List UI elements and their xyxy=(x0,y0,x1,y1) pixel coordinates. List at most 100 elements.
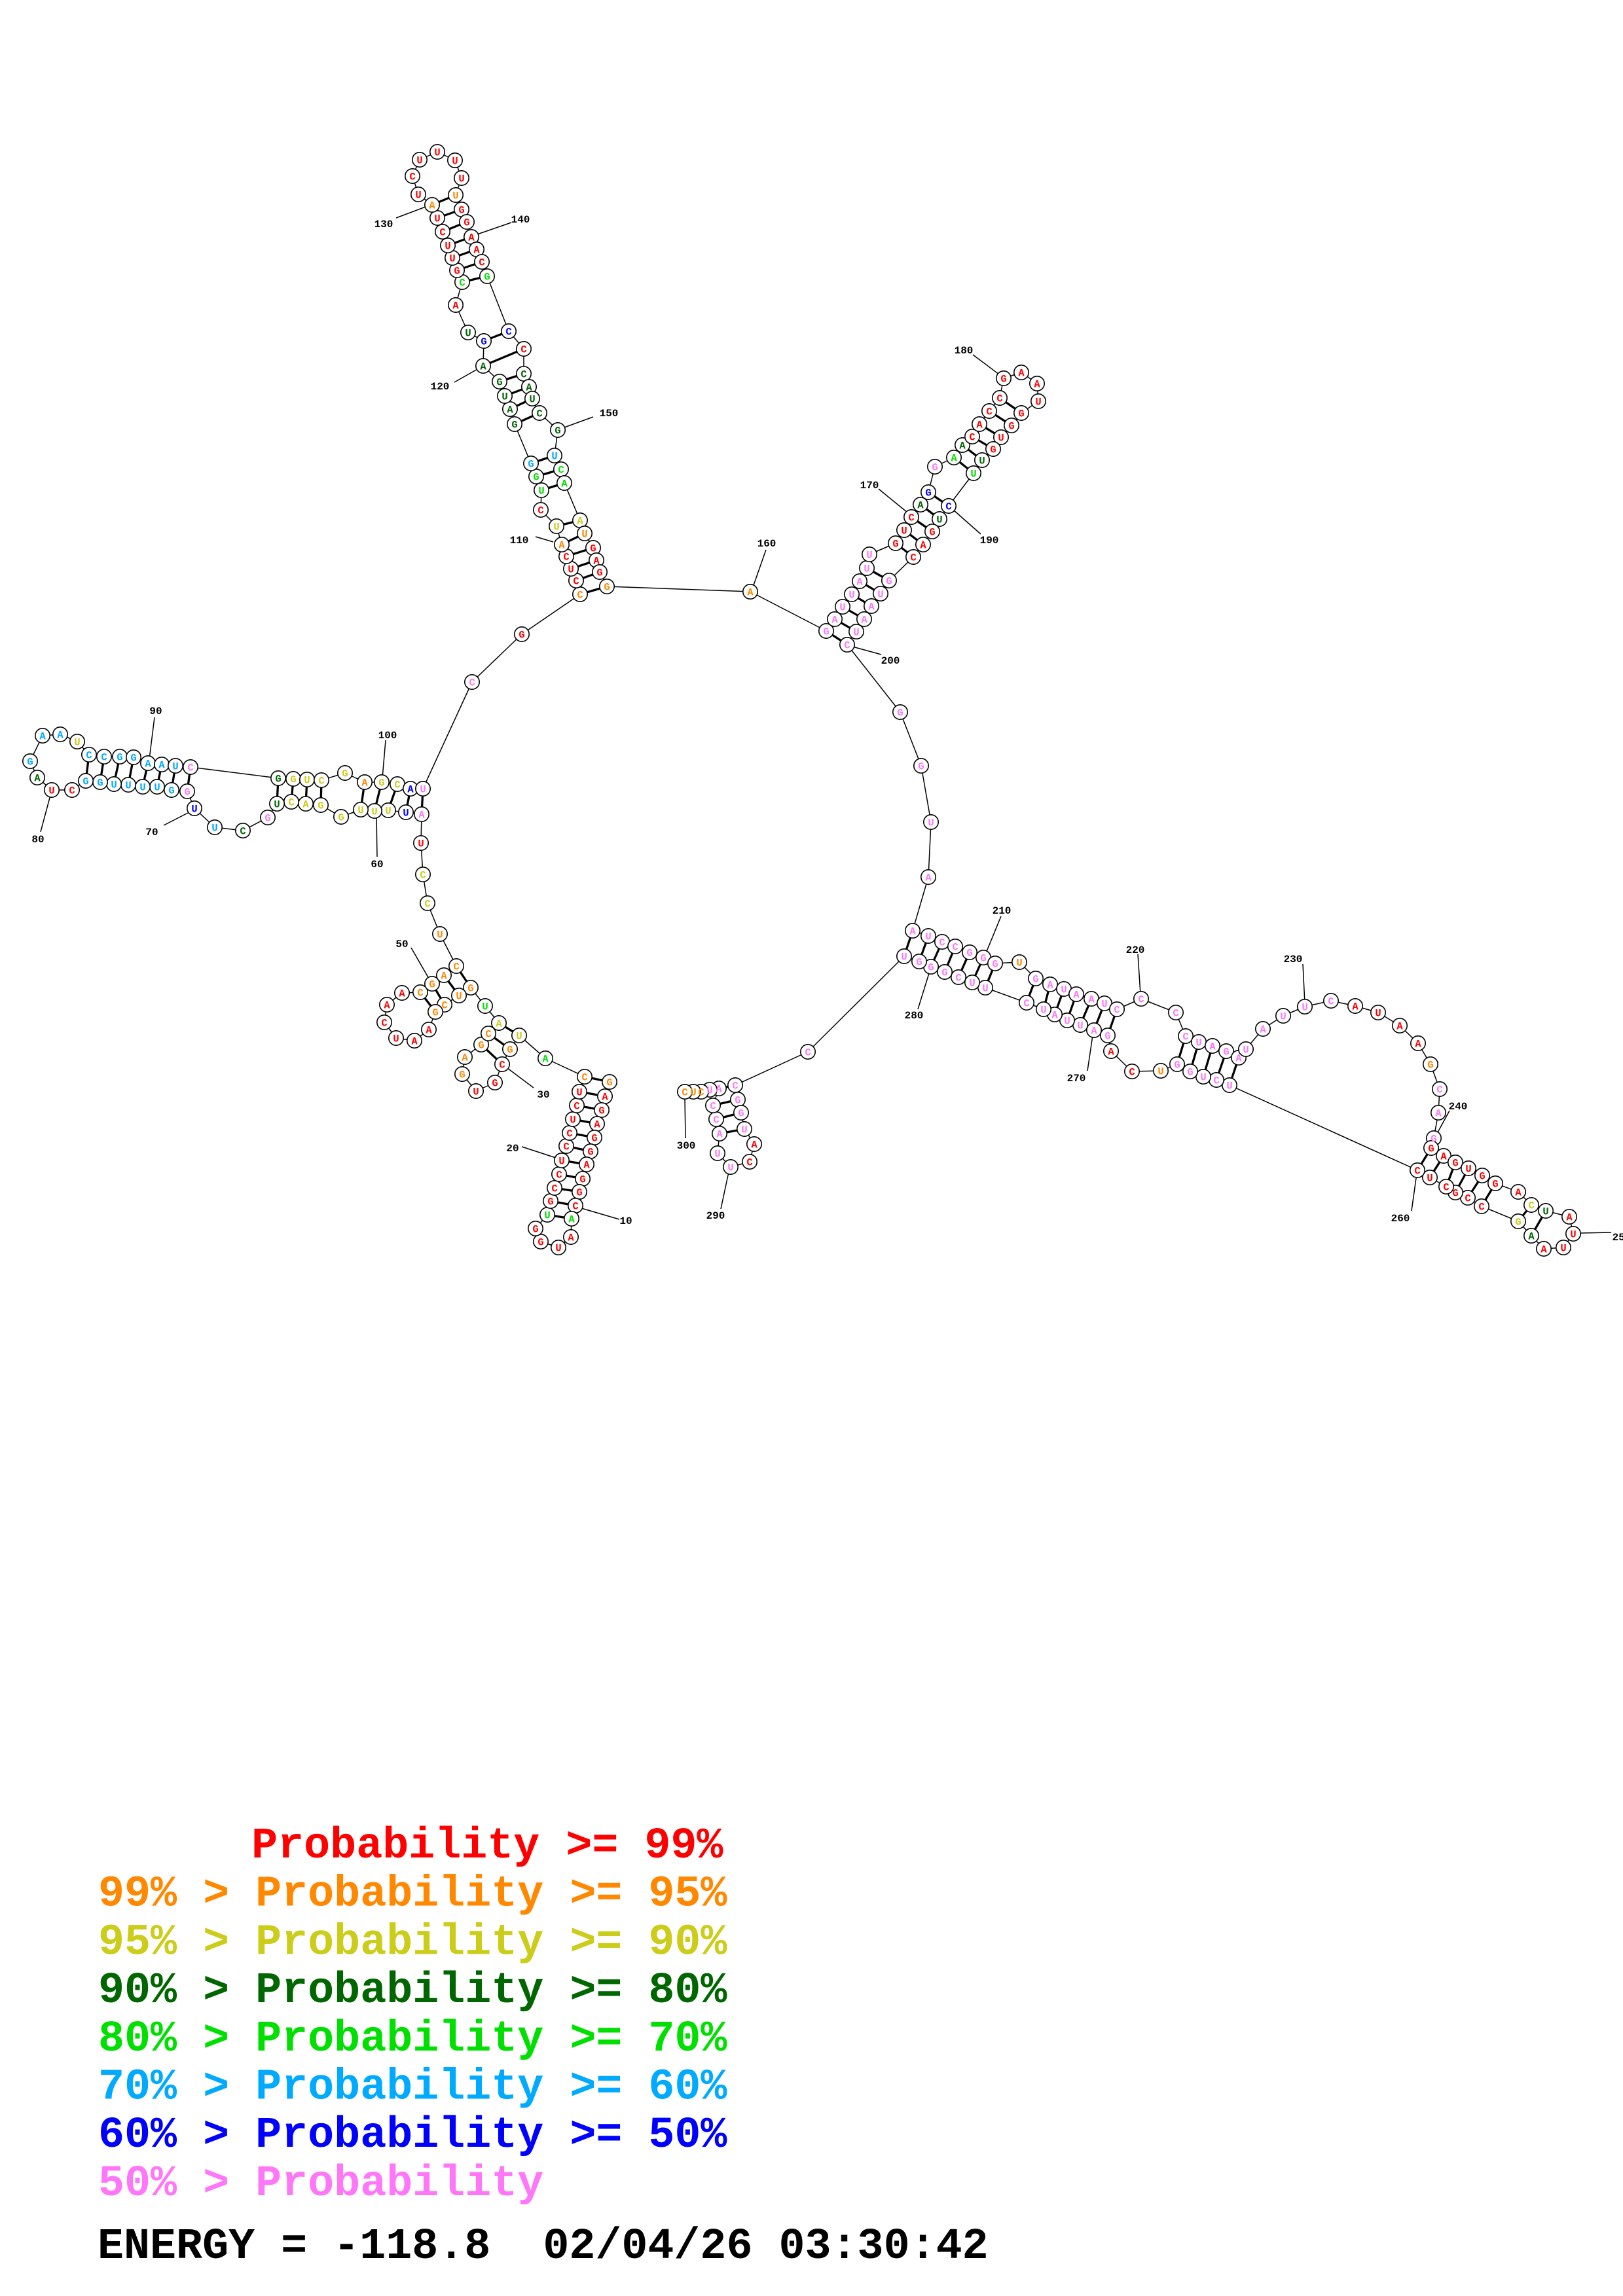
svg-text:G: G xyxy=(492,1077,498,1089)
svg-text:G: G xyxy=(275,773,281,785)
svg-text:C: C xyxy=(417,987,423,999)
svg-text:G: G xyxy=(264,812,270,824)
svg-text:C: C xyxy=(573,575,579,587)
svg-text:U: U xyxy=(982,982,988,994)
svg-text:A: A xyxy=(39,730,46,742)
svg-text:G: G xyxy=(378,777,384,789)
svg-text:80: 80 xyxy=(31,834,44,846)
svg-text:A: A xyxy=(1088,994,1095,1005)
svg-text:A: A xyxy=(1260,1024,1266,1035)
svg-text:A: A xyxy=(1051,1009,1058,1021)
svg-text:G: G xyxy=(429,978,435,990)
svg-text:C: C xyxy=(908,512,914,524)
svg-text:C: C xyxy=(469,677,475,689)
svg-text:C: C xyxy=(1528,1200,1534,1211)
svg-text:A: A xyxy=(452,300,459,312)
svg-text:C: C xyxy=(945,501,951,512)
svg-text:G: G xyxy=(596,567,602,579)
svg-text:A: A xyxy=(468,232,475,243)
svg-text:130: 130 xyxy=(374,219,393,230)
svg-text:C: C xyxy=(710,1100,716,1112)
svg-text:A: A xyxy=(426,1024,432,1036)
svg-text:A: A xyxy=(441,970,447,982)
svg-text:C: C xyxy=(318,775,324,787)
svg-text:C: C xyxy=(240,825,246,837)
svg-text:G: G xyxy=(1008,420,1014,432)
svg-text:60: 60 xyxy=(371,859,383,870)
svg-text:A: A xyxy=(602,1091,608,1103)
svg-text:U: U xyxy=(111,779,117,791)
svg-text:U: U xyxy=(445,240,450,252)
svg-text:270: 270 xyxy=(1067,1073,1086,1085)
svg-text:G: G xyxy=(478,1039,484,1051)
svg-text:G: G xyxy=(555,425,560,437)
svg-text:U: U xyxy=(125,780,131,791)
svg-text:G: G xyxy=(1174,1059,1180,1071)
svg-text:U: U xyxy=(434,213,440,224)
svg-text:U: U xyxy=(877,588,883,600)
svg-text:C: C xyxy=(581,1071,587,1083)
svg-text:A: A xyxy=(1073,989,1080,1001)
svg-text:C: C xyxy=(986,406,992,418)
svg-text:C: C xyxy=(910,552,916,564)
svg-text:G: G xyxy=(454,265,460,277)
svg-text:U: U xyxy=(437,929,443,941)
svg-text:A: A xyxy=(429,200,435,211)
svg-text:A: A xyxy=(831,614,838,626)
svg-text:G: G xyxy=(459,1069,465,1081)
svg-text:U: U xyxy=(415,189,421,201)
svg-text:U: U xyxy=(998,432,1004,444)
svg-text:A: A xyxy=(1034,378,1040,390)
svg-text:100: 100 xyxy=(378,730,397,742)
svg-text:A: A xyxy=(959,440,966,452)
svg-text:G: G xyxy=(1000,373,1006,385)
svg-text:A: A xyxy=(496,1018,502,1030)
svg-text:240: 240 xyxy=(1449,1101,1468,1113)
svg-text:U: U xyxy=(371,806,377,817)
svg-text:G: G xyxy=(916,956,922,968)
svg-text:U: U xyxy=(853,626,859,638)
svg-text:G: G xyxy=(606,1077,612,1088)
svg-text:C: C xyxy=(394,779,400,791)
svg-text:C: C xyxy=(187,762,193,774)
svg-text:70: 70 xyxy=(145,827,158,838)
svg-text:A: A xyxy=(856,576,863,588)
svg-text:G: G xyxy=(1428,1143,1434,1155)
svg-text:U: U xyxy=(848,589,854,601)
svg-text:200: 200 xyxy=(881,655,900,667)
svg-text:A: A xyxy=(751,1139,757,1151)
svg-text:G: G xyxy=(496,376,502,388)
svg-text:A: A xyxy=(925,872,932,884)
svg-text:G: G xyxy=(918,761,924,772)
svg-text:A: A xyxy=(302,798,309,810)
svg-text:U: U xyxy=(416,154,422,166)
svg-text:A: A xyxy=(407,783,414,795)
svg-text:A: A xyxy=(1515,1187,1522,1198)
svg-text:260: 260 xyxy=(1391,1213,1410,1225)
svg-text:G: G xyxy=(532,1223,538,1235)
svg-text:C: C xyxy=(409,171,415,183)
svg-text:U: U xyxy=(1465,1163,1471,1175)
svg-text:C: C xyxy=(566,1128,572,1139)
svg-text:280: 280 xyxy=(905,1010,924,1022)
svg-text:U: U xyxy=(727,1162,733,1174)
svg-text:G: G xyxy=(290,774,296,785)
svg-text:U: U xyxy=(420,783,426,795)
svg-text:C: C xyxy=(1478,1201,1484,1213)
svg-text:G: G xyxy=(576,1187,582,1198)
svg-text:G: G xyxy=(1104,1030,1110,1042)
svg-text:C: C xyxy=(1328,996,1334,1007)
svg-text:C: C xyxy=(86,749,92,761)
svg-text:C: C xyxy=(577,589,583,601)
svg-text:G: G xyxy=(538,1236,543,1248)
svg-text:C: C xyxy=(505,326,511,338)
svg-text:G: G xyxy=(1452,1187,1458,1199)
svg-text:A: A xyxy=(951,452,957,464)
svg-text:C: C xyxy=(1414,1165,1420,1177)
svg-text:A: A xyxy=(568,1232,574,1244)
svg-text:A: A xyxy=(976,419,983,431)
svg-text:A: A xyxy=(145,758,151,770)
svg-text:Probability >= 99%: Probability >= 99% xyxy=(94,1821,723,1871)
svg-text:U: U xyxy=(864,563,869,575)
svg-text:U: U xyxy=(544,1210,550,1221)
